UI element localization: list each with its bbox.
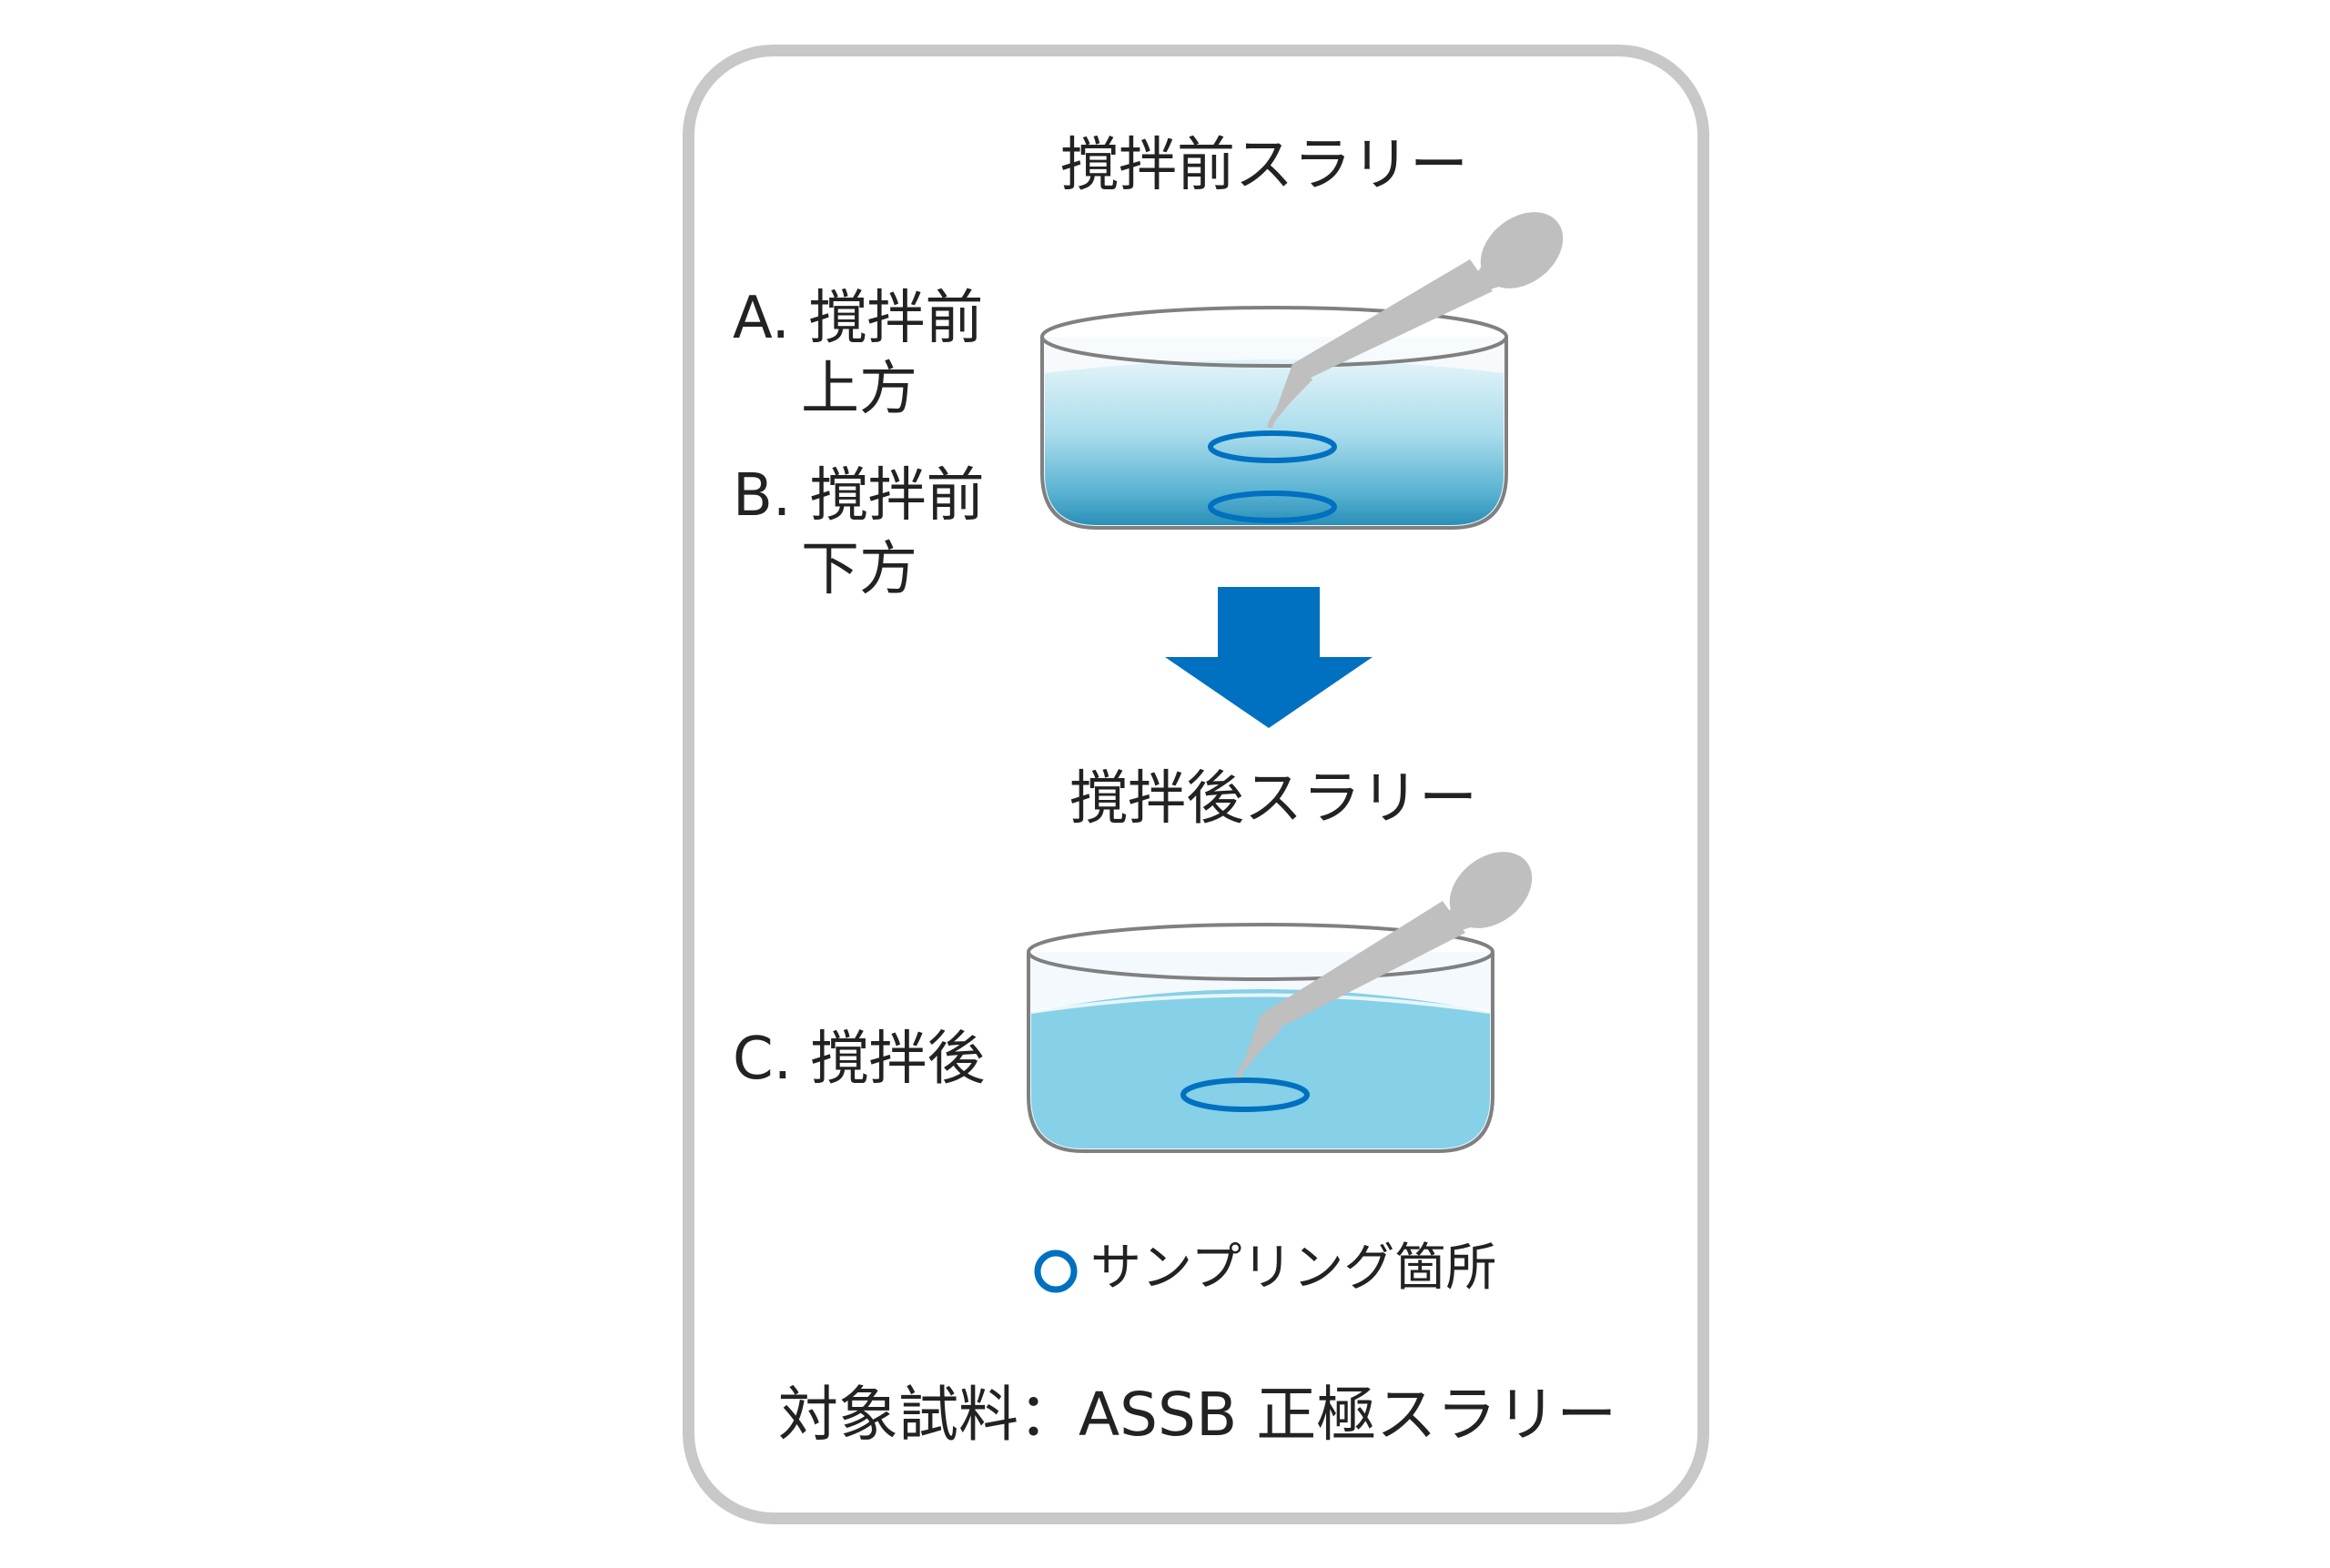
- label-c: C. 撹拌後: [733, 1026, 986, 1093]
- label-b-line1: B. 撹拌前: [733, 462, 985, 530]
- sampling-ring-b: [1208, 491, 1337, 523]
- footer-sample-note: 対象試料：ASSB 正極スラリー: [778, 1380, 1617, 1450]
- sampling-ring-c: [1180, 1077, 1310, 1112]
- dish-after: [1027, 923, 1494, 1153]
- legend-text: サンプリング箇所: [1090, 1239, 1497, 1298]
- sampling-ring-a: [1208, 430, 1337, 463]
- blue-ring-icon: [1034, 1249, 1078, 1293]
- slurry-before: [1045, 359, 1504, 525]
- before-slurry-title: 撹拌前スラリー: [1060, 132, 1468, 199]
- label-b-line2: 下方: [801, 536, 917, 603]
- slurry-after: [1031, 989, 1490, 1148]
- down-arrow-icon: [1165, 587, 1373, 728]
- pipette-before: [1267, 212, 1564, 429]
- after-slurry-title: 撹拌後スラリー: [1069, 765, 1477, 833]
- label-a-line1: A. 撹拌前: [733, 285, 984, 352]
- pipette-after: [1235, 852, 1533, 1080]
- diagram-frame: [683, 45, 1709, 1524]
- label-a-line2: 上方: [801, 356, 917, 423]
